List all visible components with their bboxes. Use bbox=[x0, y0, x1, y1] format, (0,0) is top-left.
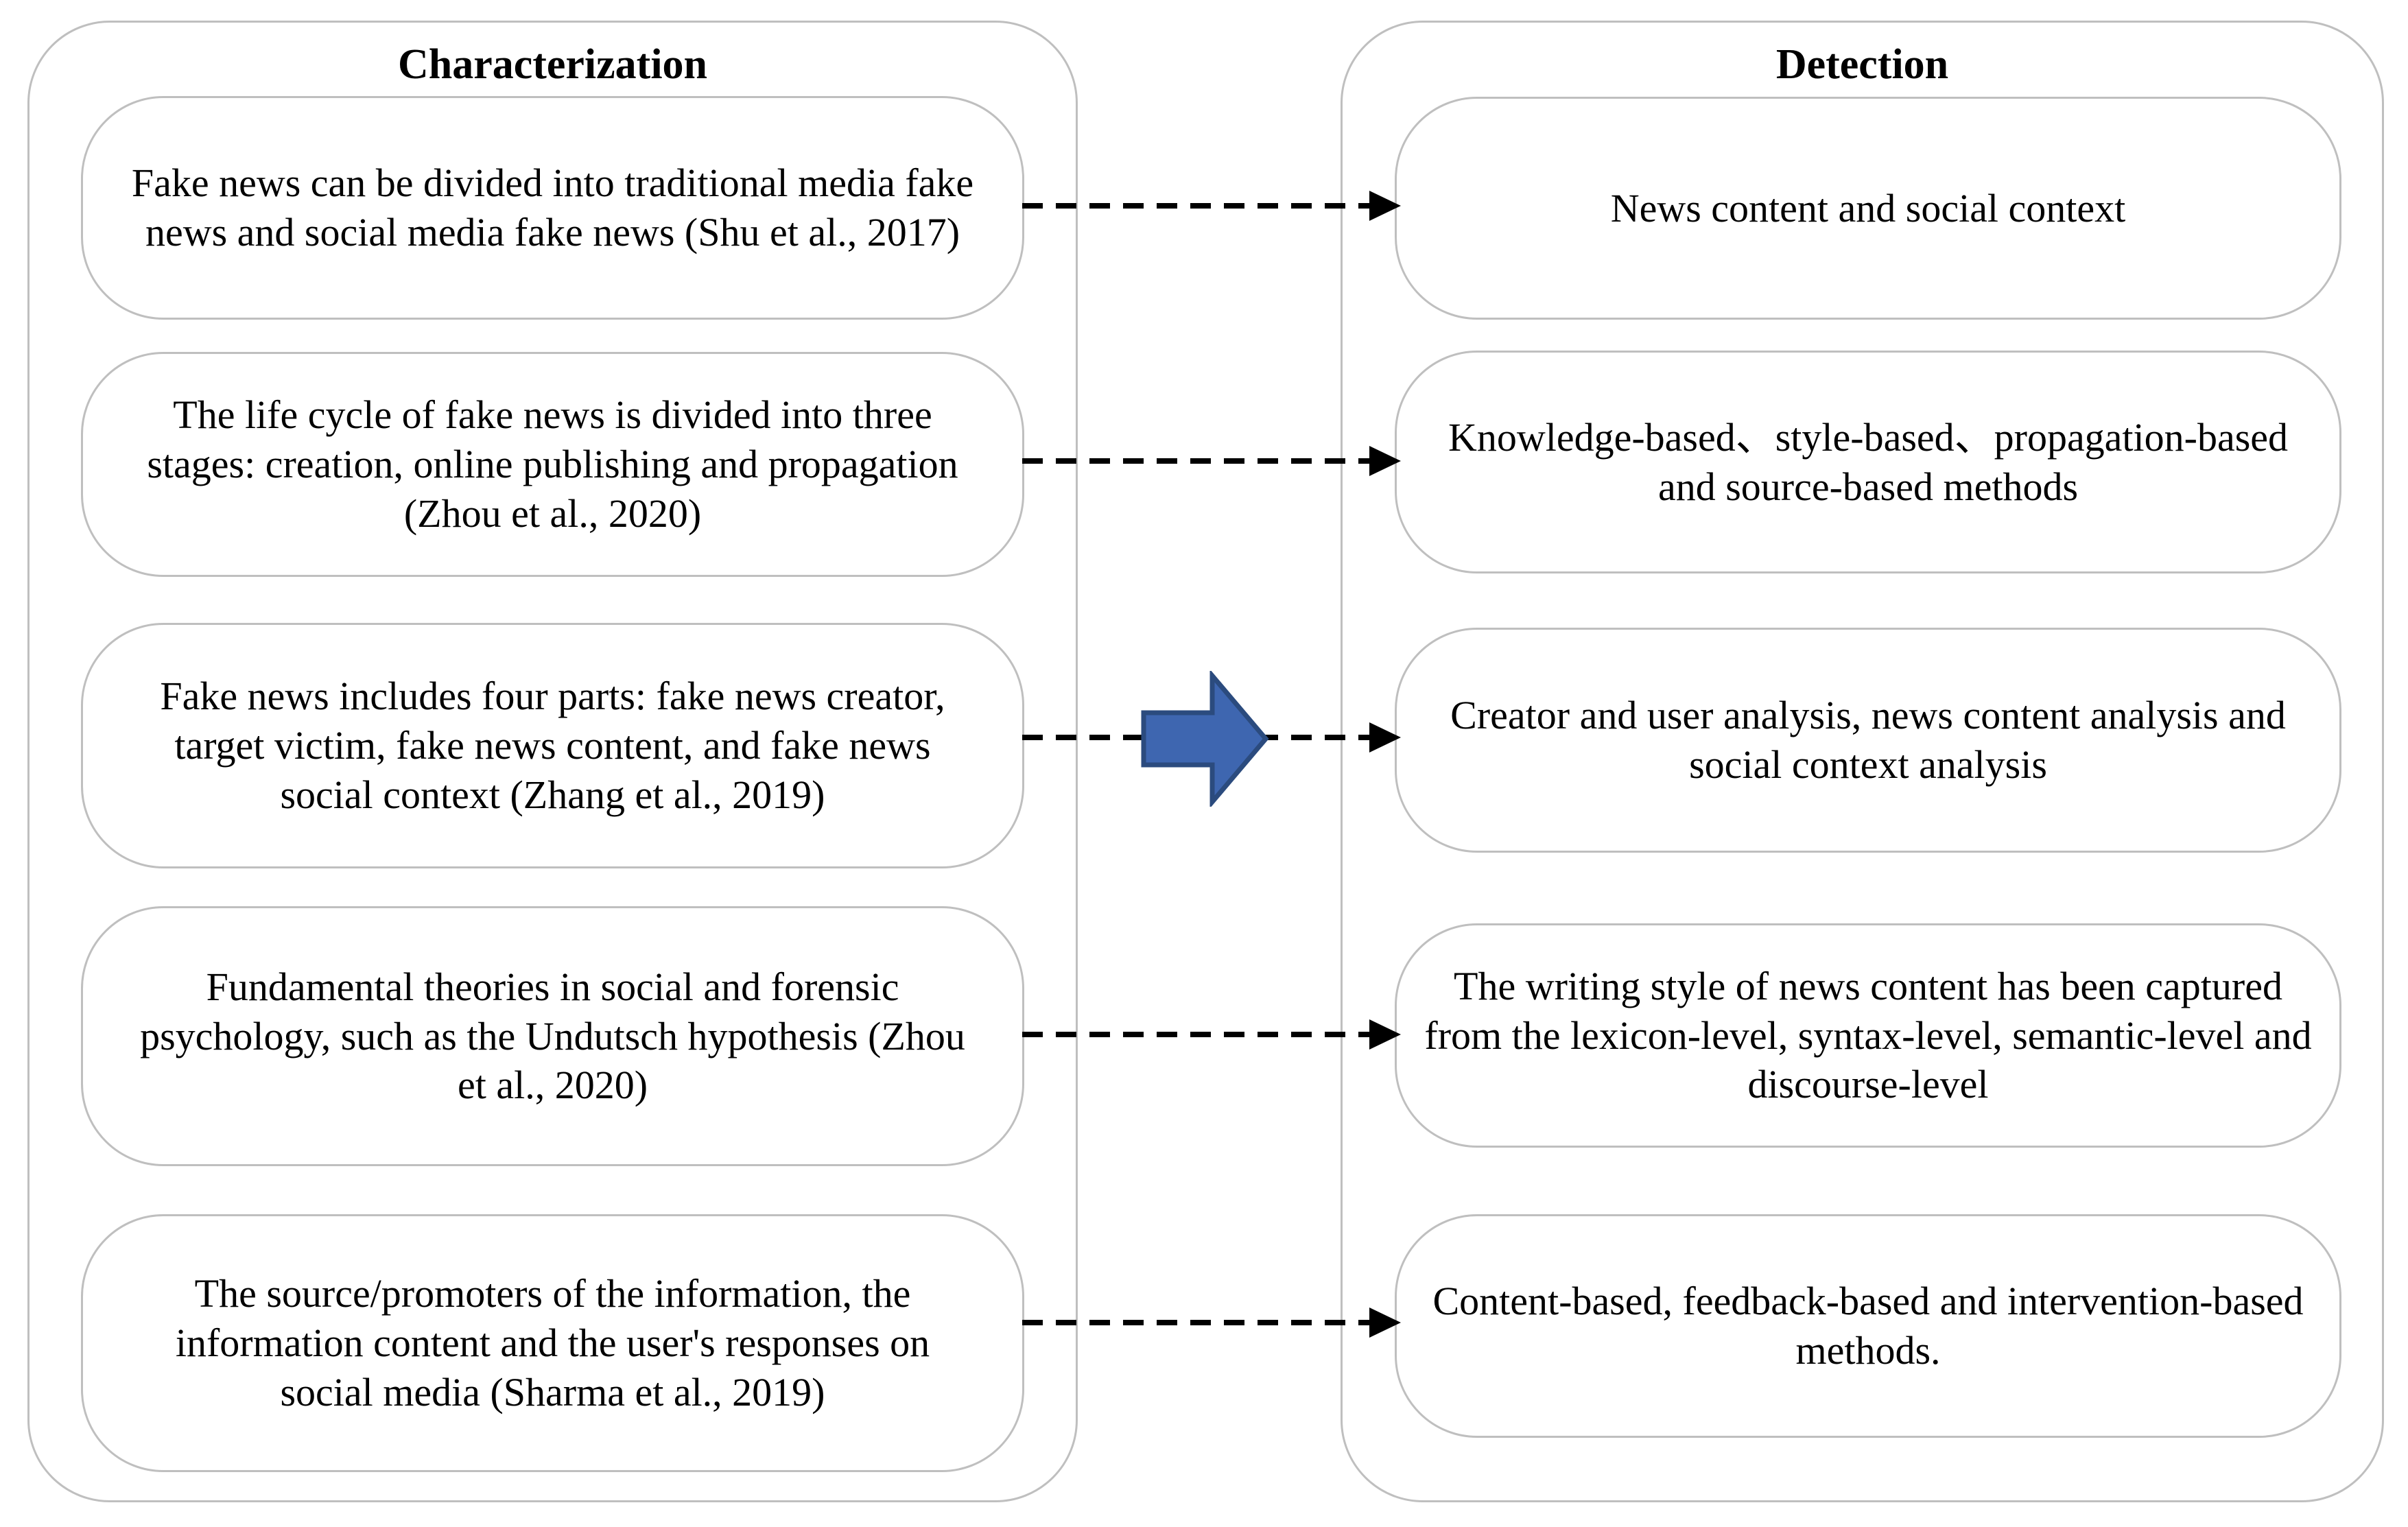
detection-box-3: Creator and user analysis, news content … bbox=[1395, 628, 2341, 853]
characterization-box-4-text: Fundamental theories in social and foren… bbox=[140, 964, 965, 1108]
block-arrow-shape bbox=[1141, 671, 1269, 807]
dashed-arrow-row-5 bbox=[1022, 1307, 1401, 1338]
characterization-box-1-text: Fake news can be divided into traditiona… bbox=[131, 161, 974, 254]
characterization-box-5: The source/promoters of the information,… bbox=[81, 1214, 1024, 1472]
detection-box-1-text: News content and social context bbox=[1610, 185, 2126, 230]
detection-box-5: Content-based, feedback-based and interv… bbox=[1395, 1214, 2341, 1438]
detection-box-1: News content and social context bbox=[1395, 97, 2341, 320]
characterization-box-4: Fundamental theories in social and foren… bbox=[81, 906, 1024, 1166]
detection-box-5-text: Content-based, feedback-based and interv… bbox=[1432, 1279, 2304, 1373]
characterization-box-3-text: Fake news includes four parts: fake news… bbox=[160, 674, 945, 817]
detection-title: Detection bbox=[1775, 41, 1949, 88]
detection-box-4-text: The writing style of news content has be… bbox=[1424, 963, 2312, 1107]
detection-panel: Detection News content and social contex… bbox=[1341, 21, 2384, 1502]
characterization-box-3: Fake news includes four parts: fake news… bbox=[81, 623, 1024, 868]
dashed-arrow-row-2 bbox=[1022, 446, 1401, 476]
block-arrow-icon bbox=[1141, 671, 1269, 807]
detection-box-4: The writing style of news content has be… bbox=[1395, 923, 2341, 1148]
characterization-box-1: Fake news can be divided into traditiona… bbox=[81, 96, 1024, 320]
characterization-box-5-text: The source/promoters of the information,… bbox=[175, 1271, 930, 1414]
characterization-box-2: The life cycle of fake news is divided i… bbox=[81, 352, 1024, 577]
detection-box-2-text: Knowledge-based、style-based、propagation-… bbox=[1448, 414, 2289, 509]
arrowhead-icon bbox=[1369, 722, 1401, 753]
dashed-arrow-row-1 bbox=[1022, 191, 1401, 221]
characterization-title: Characterization bbox=[397, 41, 708, 88]
arrowhead-icon bbox=[1369, 191, 1401, 221]
dashed-arrow-row-4 bbox=[1022, 1019, 1401, 1050]
characterization-box-2-text: The life cycle of fake news is divided i… bbox=[147, 392, 958, 536]
detection-box-3-text: Creator and user analysis, news content … bbox=[1450, 693, 2286, 787]
arrowhead-icon bbox=[1369, 1019, 1401, 1050]
characterization-panel: Characterization Fake news can be divide… bbox=[27, 21, 1078, 1502]
arrowhead-icon bbox=[1369, 446, 1401, 476]
detection-box-2: Knowledge-based、style-based、propagation-… bbox=[1395, 351, 2341, 573]
arrowhead-icon bbox=[1369, 1307, 1401, 1338]
